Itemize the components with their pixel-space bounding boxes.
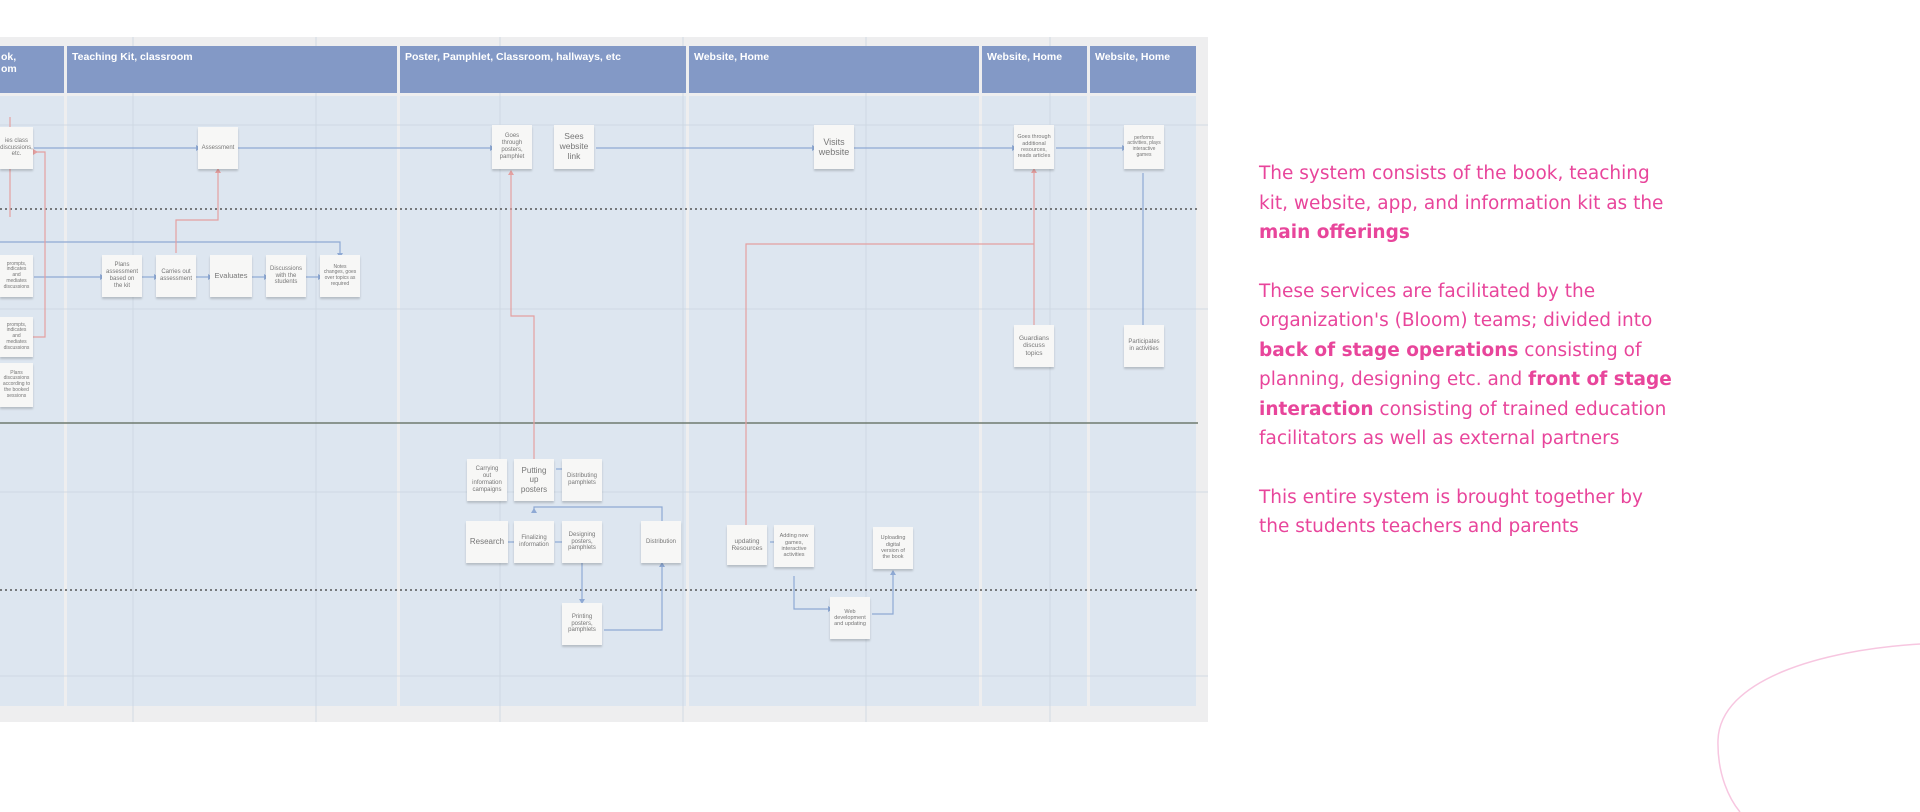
note-printing-posters: Printing posters, pamphlets [562, 603, 602, 645]
lane-header-teaching-kit: Teaching Kit, classroom [67, 46, 397, 93]
note-discussions-with-students: Discussions with the students [266, 255, 306, 297]
note-class-discussions: ies class discussions, etc. [0, 127, 33, 169]
note-uploading-digital-book: Uploading digital version of the book [873, 527, 913, 569]
note-prompts-discussions-2: prompts, indicates and mediates discussi… [0, 317, 33, 357]
note-adding-new-games: Adding new games, interactive activities [774, 525, 814, 567]
paragraph-main-offerings: The system consists of the book, teachin… [1259, 159, 1679, 248]
note-research: Research [466, 521, 508, 563]
paragraph-text: consisting of planning, designing etc. a… [1259, 339, 1642, 391]
side-description: The system consists of the book, teachin… [1259, 159, 1679, 571]
note-finalizing-information: Finalizing information [514, 521, 554, 563]
lane-header-poster: Poster, Pamphlet, Classroom, hallways, e… [400, 46, 686, 93]
note-notes-changes: Notes changes, goes over topics as requi… [320, 255, 360, 297]
note-information-campaigns: Carrying out information campaigns [467, 459, 507, 501]
blueprint-svg [0, 37, 1208, 722]
paragraph-teams: These services are facilitated by the or… [1259, 277, 1679, 454]
blueprint-canvas [0, 37, 1208, 722]
note-sees-website-link: Sees website link [554, 125, 594, 169]
service-blueprint: ok, om Teaching Kit, classroom Poster, P… [0, 37, 1208, 722]
paragraph-text: These services are facilitated by the or… [1259, 280, 1653, 332]
note-evaluates: Evaluates [210, 255, 252, 297]
note-prompts-discussions-1: prompts, indicates and mediates discussi… [0, 255, 33, 297]
note-additional-resources: Goes through additional resources, reads… [1014, 125, 1054, 169]
paragraph-text: The system consists of the book, teachin… [1259, 163, 1664, 214]
lane-header-website-2: Website, Home [982, 46, 1087, 93]
connectors-red [9, 117, 1035, 559]
note-visits-website: Visits website [814, 125, 854, 169]
paragraph-system: This entire system is brought together b… [1259, 486, 1643, 538]
note-plans-discussions: Plans discussions according to the booke… [0, 363, 33, 407]
note-carries-out-assessment: Carries out assessment [156, 255, 196, 297]
note-plans-assessment: Plans assessment based on the kit [102, 255, 142, 297]
note-guardians-discuss: Guardians discuss topics [1014, 325, 1054, 367]
paragraph-text: consisting of trained education facilita… [1259, 398, 1667, 450]
lane-header-book: ok, om [0, 46, 64, 93]
lane-body-poster [400, 96, 686, 706]
note-distributing-pamphlets: Distributing pamphlets [562, 459, 602, 501]
note-updating-resources: updating Resources [727, 525, 767, 565]
lane-body-teaching-kit [67, 96, 397, 706]
lane-header-website-3: Website, Home [1090, 46, 1196, 93]
note-participates-activities: Participates in activities [1124, 325, 1164, 367]
note-assessment: Assessment [198, 127, 238, 169]
note-performs-activities: performs activities, plays interactive g… [1124, 125, 1164, 169]
note-putting-up-posters: Putting up posters [514, 459, 554, 501]
note-web-development: Web development and updating [830, 597, 870, 639]
emphasis-back-of-stage: back of stage operations [1259, 339, 1519, 361]
note-designing-posters: Designing posters, pamphlets [562, 521, 602, 563]
emphasis-front-of-stage: front of stage interaction [1259, 369, 1672, 420]
note-distribution: Distribution [641, 521, 681, 563]
emphasis-main-offerings: main offerings [1259, 222, 1410, 243]
lane-header-website-1: Website, Home [689, 46, 979, 93]
note-goes-through-posters: Goes through posters, pamphlet [492, 125, 532, 169]
